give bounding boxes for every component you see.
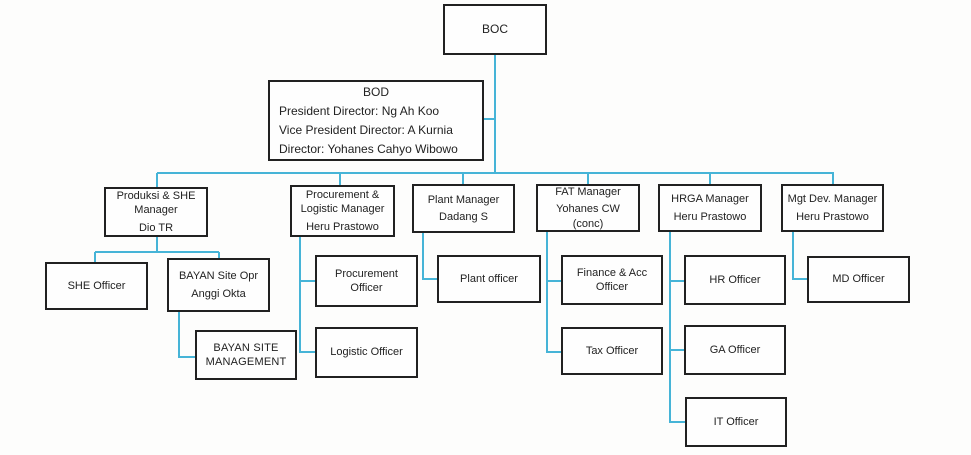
- node-bayan-site-management: BAYAN SITE MANAGEMENT: [195, 330, 297, 380]
- node-logistic-officer: Logistic Officer: [315, 327, 418, 378]
- node-mgt-dev-manager: Mgt Dev. Manager Heru Prastowo: [781, 184, 884, 232]
- node-ga-officer: GA Officer: [684, 325, 786, 375]
- node-person: Anggi Okta: [191, 287, 246, 300]
- node-bayan-site-opr: BAYAN Site Opr Anggi Okta: [167, 258, 270, 312]
- node-md-officer: MD Officer: [807, 256, 910, 303]
- node-tax-officer: Tax Officer: [561, 327, 663, 375]
- node-fat-manager: FAT Manager Yohanes CW (conc): [536, 184, 640, 232]
- node-title: HRGA Manager: [671, 193, 749, 206]
- node-title: Mgt Dev. Manager: [787, 193, 878, 206]
- node-title: BAYAN SITE MANAGEMENT: [205, 341, 287, 368]
- node-title: Produksi & SHE Manager: [116, 190, 196, 217]
- node-title: HR Officer: [709, 273, 761, 286]
- node-person: Dio TR: [138, 221, 174, 234]
- node-person: Heru Prastowo: [673, 210, 747, 223]
- node-title: IT Officer: [713, 415, 759, 428]
- node-procurement-logistic-manager: Procurement & Logistic Manager Heru Pras…: [290, 185, 395, 237]
- node-title: FAT Manager: [555, 186, 621, 199]
- node-hr-officer: HR Officer: [684, 255, 786, 305]
- node-title: Procurement & Logistic Manager: [300, 189, 385, 216]
- node-title: BOD: [362, 84, 389, 99]
- node-title: BAYAN Site Opr: [178, 270, 259, 283]
- node-title: Logistic Officer: [330, 346, 403, 359]
- node-title: SHE Officer: [67, 279, 126, 292]
- node-plant-officer: Plant officer: [437, 255, 541, 303]
- node-title: Tax Officer: [585, 344, 639, 357]
- node-person: Heru Prastowo: [796, 210, 869, 223]
- node-title: Plant officer: [460, 272, 518, 285]
- node-plant-manager: Plant Manager Dadang S: [412, 184, 515, 233]
- node-title: BOC: [481, 21, 508, 36]
- node-procurement-officer: Procurement Officer: [315, 255, 418, 307]
- connector-lines: [94, 55, 834, 423]
- node-person: Heru Prastowo: [306, 220, 379, 233]
- node-title: Finance & Acc Officer: [576, 266, 648, 293]
- node-it-officer: IT Officer: [685, 397, 787, 447]
- node-title: MD Officer: [832, 273, 885, 286]
- node-hrga-manager: HRGA Manager Heru Prastowo: [658, 184, 762, 232]
- bod-president-director: President Director: Ng Ah Koo: [279, 104, 440, 119]
- bod-vice-president-director: Vice President Director: A Kurnia: [279, 123, 453, 137]
- bod-director: Director: Yohanes Cahyo Wibowo: [279, 141, 458, 156]
- node-finance-acc-officer: Finance & Acc Officer: [561, 255, 663, 305]
- node-she-officer: SHE Officer: [45, 262, 148, 310]
- node-boc: BOC: [443, 4, 547, 55]
- node-person: Dadang S: [439, 211, 488, 223]
- node-title: GA Officer: [709, 343, 761, 356]
- node-title: Plant Manager: [427, 193, 500, 206]
- node-produksi-she-manager: Produksi & SHE Manager Dio TR: [104, 187, 208, 237]
- node-title: Procurement Officer: [335, 267, 398, 294]
- node-bod: BOD President Director: Ng Ah Koo Vice P…: [268, 80, 484, 161]
- node-person: Yohanes CW (conc): [556, 203, 620, 230]
